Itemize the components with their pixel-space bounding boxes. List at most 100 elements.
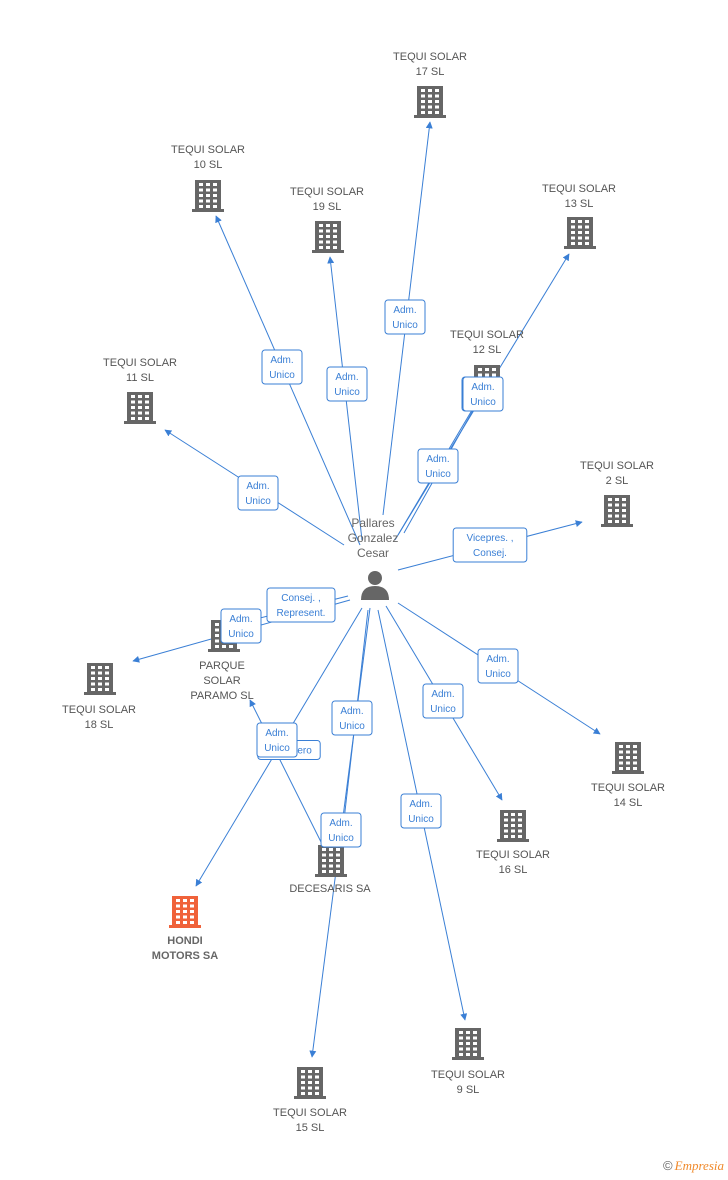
edge-label-text: Unico: [425, 469, 451, 480]
edge-label-box: [220, 608, 262, 644]
building-icon: [84, 663, 116, 695]
company-node-tequi18[interactable]: TEQUI SOLAR 18 SL: [62, 663, 136, 731]
company-label: 18 SL: [85, 719, 114, 731]
company-label: DECESARIS SA: [289, 883, 371, 895]
edge-label-text: Unico: [485, 669, 511, 680]
company-node-decesaris[interactable]: DECESARIS SA: [289, 845, 371, 895]
edge-label-box: [417, 448, 459, 484]
edge-label-text: Adm.: [265, 728, 288, 739]
company-label: 16 SL: [499, 864, 528, 876]
edge-label-text: Adm.: [431, 689, 454, 700]
edge-label-text: Unico: [269, 370, 295, 381]
company-label: HONDI: [167, 935, 202, 947]
edge-label-text: Unico: [339, 721, 365, 732]
edge-label-text: Adm.: [409, 799, 432, 810]
person-name-label: Gonzalez: [348, 531, 399, 545]
company-label: TEQUI SOLAR: [431, 1069, 505, 1081]
company-label: 9 SL: [457, 1084, 480, 1096]
building-icon: [315, 845, 347, 877]
company-label: TEQUI SOLAR: [542, 183, 616, 195]
company-label: TEQUI SOLAR: [62, 704, 136, 716]
company-label: TEQUI SOLAR: [393, 51, 467, 63]
edge-label-tequi16[interactable]: Adm.Unico: [422, 683, 464, 719]
edge-label-text: Consej.: [473, 548, 507, 559]
building-icon: [169, 896, 201, 928]
building-icon: [124, 392, 156, 424]
edge-label-tequi14[interactable]: Adm. Unico: [477, 648, 519, 684]
edge-label-text: Unico: [392, 320, 418, 331]
edge-label-box: [400, 793, 442, 829]
company-node-tequi14[interactable]: TEQUI SOLAR 14 SL: [591, 742, 665, 809]
edge-label-tequi12[interactable]: Adm.Unico: [417, 448, 459, 484]
edge-label-text: Adm.: [471, 382, 494, 393]
edge-label-text: Adm.: [229, 614, 252, 625]
building-icon: [452, 1028, 484, 1060]
company-node-tequi2[interactable]: TEQUI SOLAR 2 SL: [580, 460, 654, 527]
company-label: 15 SL: [296, 1122, 325, 1134]
company-label: 12 SL: [473, 344, 502, 356]
company-label: 14 SL: [614, 797, 643, 809]
building-icon: [192, 180, 224, 212]
edge-label-text: Adm.: [329, 818, 352, 829]
edge-label-decesaris[interactable]: Adm.Unico: [331, 700, 373, 736]
edge-label-parque[interactable]: Adm.Unico: [256, 722, 298, 758]
edge-label-box: [320, 812, 362, 848]
company-label: 2 SL: [606, 475, 629, 487]
building-icon: [601, 495, 633, 527]
empresia-logo: Empresia: [674, 1158, 724, 1173]
edge-label-tequi12[interactable]: Adm. Unico: [462, 376, 504, 412]
edge-label-text: Unico: [470, 397, 496, 408]
edge-label-box: [462, 376, 504, 412]
company-node-tequi9[interactable]: TEQUI SOLAR 9 SL: [431, 1028, 505, 1096]
company-label: TEQUI SOLAR: [273, 1107, 347, 1119]
empresia-credit[interactable]: ©Empresia: [663, 1158, 724, 1174]
edge-label-text: Unico: [328, 833, 354, 844]
company-label: SOLAR: [203, 675, 240, 687]
edge-label-parque[interactable]: Consej. , Represent.: [266, 587, 336, 623]
edge-label-text: Vicepres. ,: [466, 533, 513, 544]
edge-label-tequi17[interactable]: Adm.Unico: [384, 299, 426, 335]
edge-label-text: Represent.: [277, 608, 326, 619]
company-label: 17 SL: [416, 66, 445, 78]
company-label: 11 SL: [126, 372, 154, 384]
person-name-label: Pallares: [351, 516, 394, 530]
edge-label-text: Adm.: [246, 481, 269, 492]
edge-label-text: Adm.: [486, 654, 509, 665]
company-node-hondi[interactable]: HONDI MOTORS SA: [152, 896, 218, 962]
edge-label-tequi19[interactable]: Adm. Unico: [326, 366, 368, 402]
company-label: 10 SL: [194, 159, 223, 171]
edge-label-tequi11[interactable]: Adm. Unico: [237, 475, 279, 511]
edge-label-box: [452, 527, 528, 563]
company-label: 19 SL: [313, 201, 342, 213]
building-icon: [414, 86, 446, 118]
edge-label-box: [261, 349, 303, 385]
company-label: PARQUE: [199, 660, 245, 672]
company-label: PARAMO SL: [190, 690, 253, 702]
edge-label-text: Unico: [245, 496, 271, 507]
edge-label-text: Adm.: [335, 372, 358, 383]
edge-label-tequi10[interactable]: Adm.Unico: [261, 349, 303, 385]
edge-label-box: [477, 648, 519, 684]
edge-label-tequi9[interactable]: Adm.Unico: [400, 793, 442, 829]
edge-label-tequi18[interactable]: Adm.Unico: [220, 608, 262, 644]
edge-label-text: Unico: [334, 387, 360, 398]
edge-label-tequi2[interactable]: Vicepres. , Consej.: [452, 527, 528, 563]
edge-label-tequi15[interactable]: Adm. Unico: [320, 812, 362, 848]
company-label: MOTORS SA: [152, 950, 218, 962]
edge-label-text: Consej. ,: [281, 593, 320, 604]
company-node-tequi15[interactable]: TEQUI SOLAR 15 SL: [273, 1067, 347, 1134]
building-icon: [497, 810, 529, 842]
company-node-tequi17[interactable]: TEQUI SOLAR 17 SL: [393, 51, 467, 118]
edge-label-box: [256, 722, 298, 758]
company-label: TEQUI SOLAR: [591, 782, 665, 794]
company-label: TEQUI SOLAR: [580, 460, 654, 472]
